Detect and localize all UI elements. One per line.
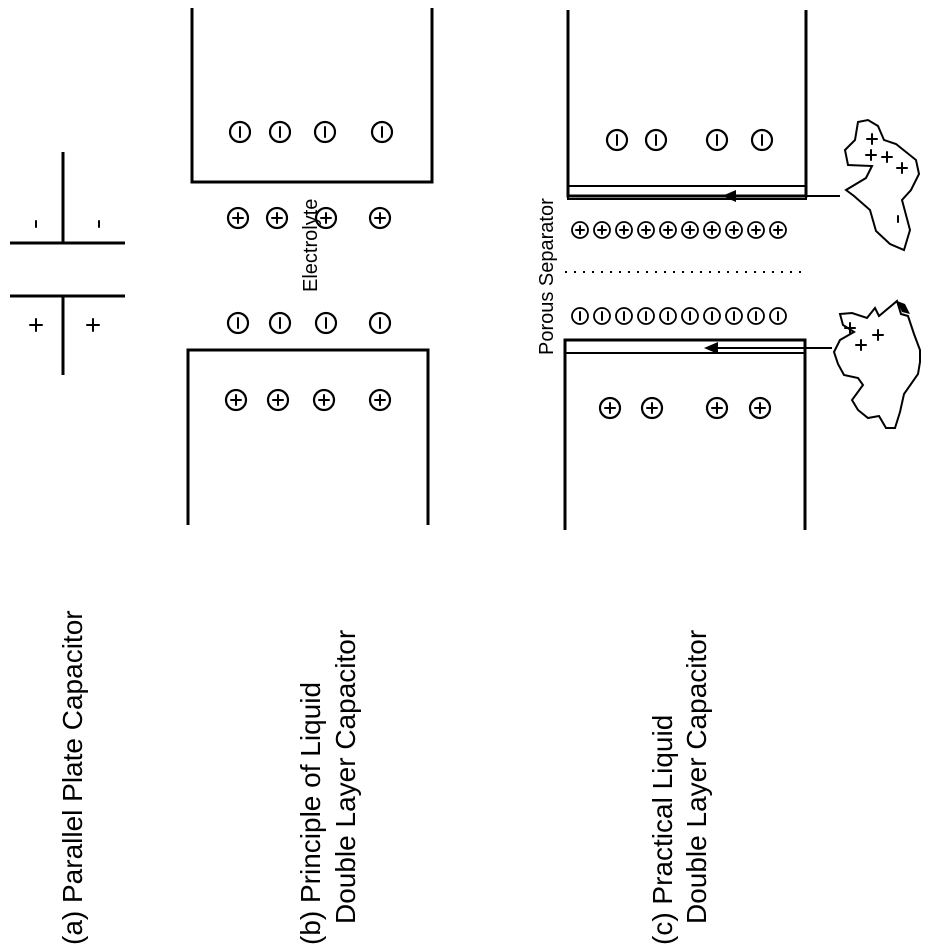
- b-electrode-positive-ion-3: [312, 388, 336, 412]
- c-layer-positive-ion-10: [769, 221, 787, 239]
- porous-layer-c-bottom: [564, 339, 806, 354]
- electrode-b-bottom: [186, 348, 430, 525]
- c-layer-positive-ion-5: [659, 221, 677, 239]
- b-electrode-negative-ion-4: [370, 120, 394, 144]
- porous-separator-label: Porous Separator: [536, 198, 558, 355]
- c-layer-positive-ion-1: [571, 221, 589, 239]
- c-layer-positive-ion-7: [703, 221, 721, 239]
- electrolyte-label: Electrolyte: [300, 199, 322, 292]
- caption-c-line2: Double Layer Capacitor: [681, 630, 712, 924]
- c-layer-positive-ion-3: [615, 221, 633, 239]
- arrow-top: [722, 190, 840, 202]
- panel-b-principle: [186, 8, 434, 525]
- caption-b-line2: Double Layer Capacitor: [330, 630, 361, 924]
- caption-a: (a) Parallel Plate Capacitor: [57, 610, 88, 945]
- c-electrode-positive-ion-3: [705, 396, 729, 420]
- c-electrode-negative-ion-1: [605, 128, 629, 152]
- c-layer-negative-ion-8: [725, 307, 743, 325]
- b-electrolyte-negative-ion-4: [368, 311, 392, 335]
- b-electrode-negative-ion-1: [228, 120, 252, 144]
- c-layer-positive-ion-4: [637, 221, 655, 239]
- c-layer-positive-ion-8: [725, 221, 743, 239]
- panel-c-practical: [563, 10, 921, 530]
- electrode-c-top: [566, 10, 808, 198]
- b-electrode-positive-ion-2: [266, 388, 290, 412]
- b-electrolyte-positive-ion-3: [314, 206, 338, 230]
- panel-b-ions: [224, 120, 394, 412]
- c-layer-negative-ion-3: [615, 307, 633, 325]
- c-layer-negative-ion-7: [703, 307, 721, 325]
- caption-b-line1: (b) Principle of Liquid: [295, 682, 326, 945]
- porous-layer-c-top: [567, 185, 807, 200]
- c-layer-negative-ion-6: [681, 307, 699, 325]
- plate-a-bottom-charge-1: [29, 318, 43, 332]
- b-electrolyte-positive-ion-1: [226, 206, 250, 230]
- arrow-bottom: [704, 342, 832, 354]
- c-layer-negative-ion-5: [659, 307, 677, 325]
- c-layer-negative-ion-1: [571, 307, 589, 325]
- b-electrolyte-negative-ion-1: [226, 311, 250, 335]
- c-electrode-positive-ion-1: [598, 396, 622, 420]
- c-layer-negative-ion-9: [747, 307, 765, 325]
- c-electrode-negative-ion-2: [644, 128, 668, 152]
- c-electrode-negative-ion-4: [750, 128, 774, 152]
- electrode-c-bottom: [563, 338, 807, 530]
- c-electrode-negative-ion-3: [705, 128, 729, 152]
- c-electrode-positive-ion-2: [640, 396, 664, 420]
- b-electrolyte-positive-ion-2: [265, 206, 289, 230]
- b-electrode-negative-ion-2: [268, 120, 292, 144]
- b-electrode-positive-ion-4: [368, 388, 392, 412]
- c-layer-negative-ion-2: [593, 307, 611, 325]
- b-electrolyte-positive-ion-4: [368, 206, 392, 230]
- b-electrolyte-negative-ion-2: [268, 311, 292, 335]
- carbon-particle-bottom: [832, 299, 921, 429]
- electrode-b-top: [190, 8, 434, 184]
- c-layer-positive-ion-2: [593, 221, 611, 239]
- plate-a-bottom-charge-2: [86, 318, 100, 332]
- b-electrode-positive-ion-1: [224, 388, 248, 412]
- c-layer-positive-ion-9: [747, 221, 765, 239]
- c-electrode-positive-ion-4: [748, 396, 772, 420]
- panel-a-parallel-plate: [10, 152, 125, 375]
- panel-c-ions: [571, 128, 787, 420]
- c-layer-positive-ion-6: [681, 221, 699, 239]
- b-electrolyte-negative-ion-3: [314, 311, 338, 335]
- caption-c-line1: (c) Practical Liquid: [647, 715, 678, 945]
- b-electrode-negative-ion-3: [313, 120, 337, 144]
- c-layer-negative-ion-4: [637, 307, 655, 325]
- carbon-particle-top: [843, 118, 921, 252]
- c-layer-negative-ion-10: [769, 307, 787, 325]
